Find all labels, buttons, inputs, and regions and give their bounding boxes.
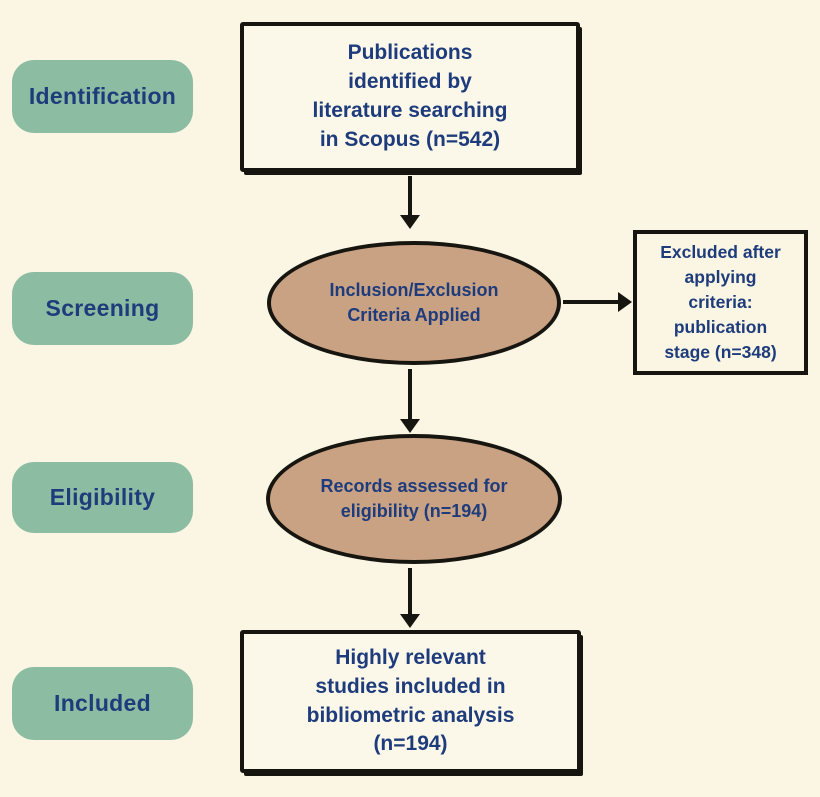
stage-label-screening: Screening	[12, 272, 193, 345]
node-criteria-applied-ellipse: Inclusion/Exclusion Criteria Applied	[267, 241, 561, 365]
arrow-identified-to-criteria-icon	[408, 176, 412, 216]
node-records-assessed-text: Records assessed for eligibility (n=194)	[320, 476, 508, 521]
arrow-criteria-to-assessed-icon	[408, 369, 412, 420]
node-publications-identified: Publications identified by literature se…	[240, 22, 580, 172]
node-criteria-applied-text: Inclusion/Exclusion Criteria Applied	[329, 280, 499, 325]
node-studies-included: Highly relevant studies included in bibl…	[240, 630, 581, 773]
node-publications-identified-text: Publications identified by literature se…	[312, 41, 508, 151]
node-excluded-text: Excluded after applying criteria: public…	[660, 242, 781, 362]
arrow-criteria-to-excluded-icon	[563, 300, 619, 304]
node-excluded-box: Excluded after applying criteria: public…	[633, 230, 808, 375]
stage-label-included: Included	[12, 667, 193, 740]
stage-label-eligibility: Eligibility	[12, 462, 193, 533]
stage-label-identification: Identification	[12, 60, 193, 133]
node-studies-included-text: Highly relevant studies included in bibl…	[306, 645, 515, 756]
arrow-assessed-to-included-icon	[408, 568, 412, 615]
node-records-assessed-ellipse: Records assessed for eligibility (n=194)	[266, 434, 562, 564]
